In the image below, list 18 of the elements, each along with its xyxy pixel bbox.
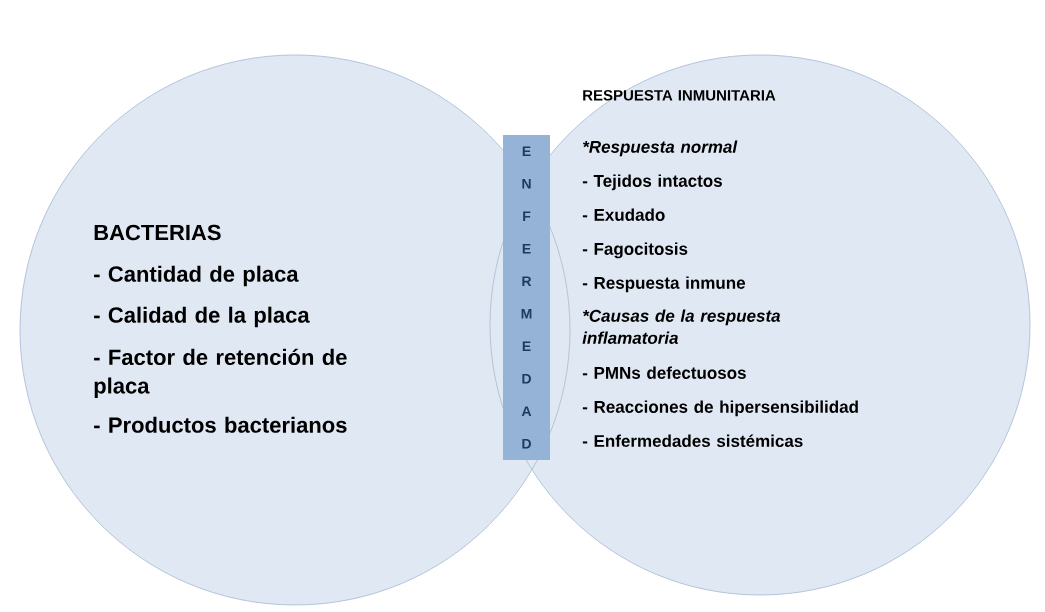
list-item: - Reacciones de hipersensibilidad	[582, 400, 858, 417]
list-item: - Calidad de la placa	[94, 306, 310, 328]
list-subheading: *Causas de la respuesta inflamatoria	[582, 309, 781, 344]
venn-circle	[19, 54, 571, 606]
list-item: - Tejidos intactos	[582, 174, 722, 191]
list-item: - PMNs defectuosos	[582, 366, 746, 379]
venn-circle	[489, 54, 1031, 596]
list-item: - Enfermedades sistémicas	[582, 434, 803, 448]
list-item: - Cantidad de placa	[94, 265, 299, 287]
list-item: - Productos bacterianos	[94, 416, 347, 433]
set-heading: RESPUESTA INMUNITARIA	[583, 90, 776, 101]
set-heading: BACTERIAS	[94, 224, 221, 241]
list-item: - Exudado	[582, 208, 665, 221]
vertical-bar: ENFERMEDAD	[503, 135, 550, 460]
list-item: - Respuesta inmune	[582, 276, 746, 293]
list-subheading: *Respuesta normal	[582, 140, 738, 157]
list-item: - Fagocitosis	[582, 242, 688, 259]
list-item: - Factor de retención de placa	[94, 348, 347, 398]
